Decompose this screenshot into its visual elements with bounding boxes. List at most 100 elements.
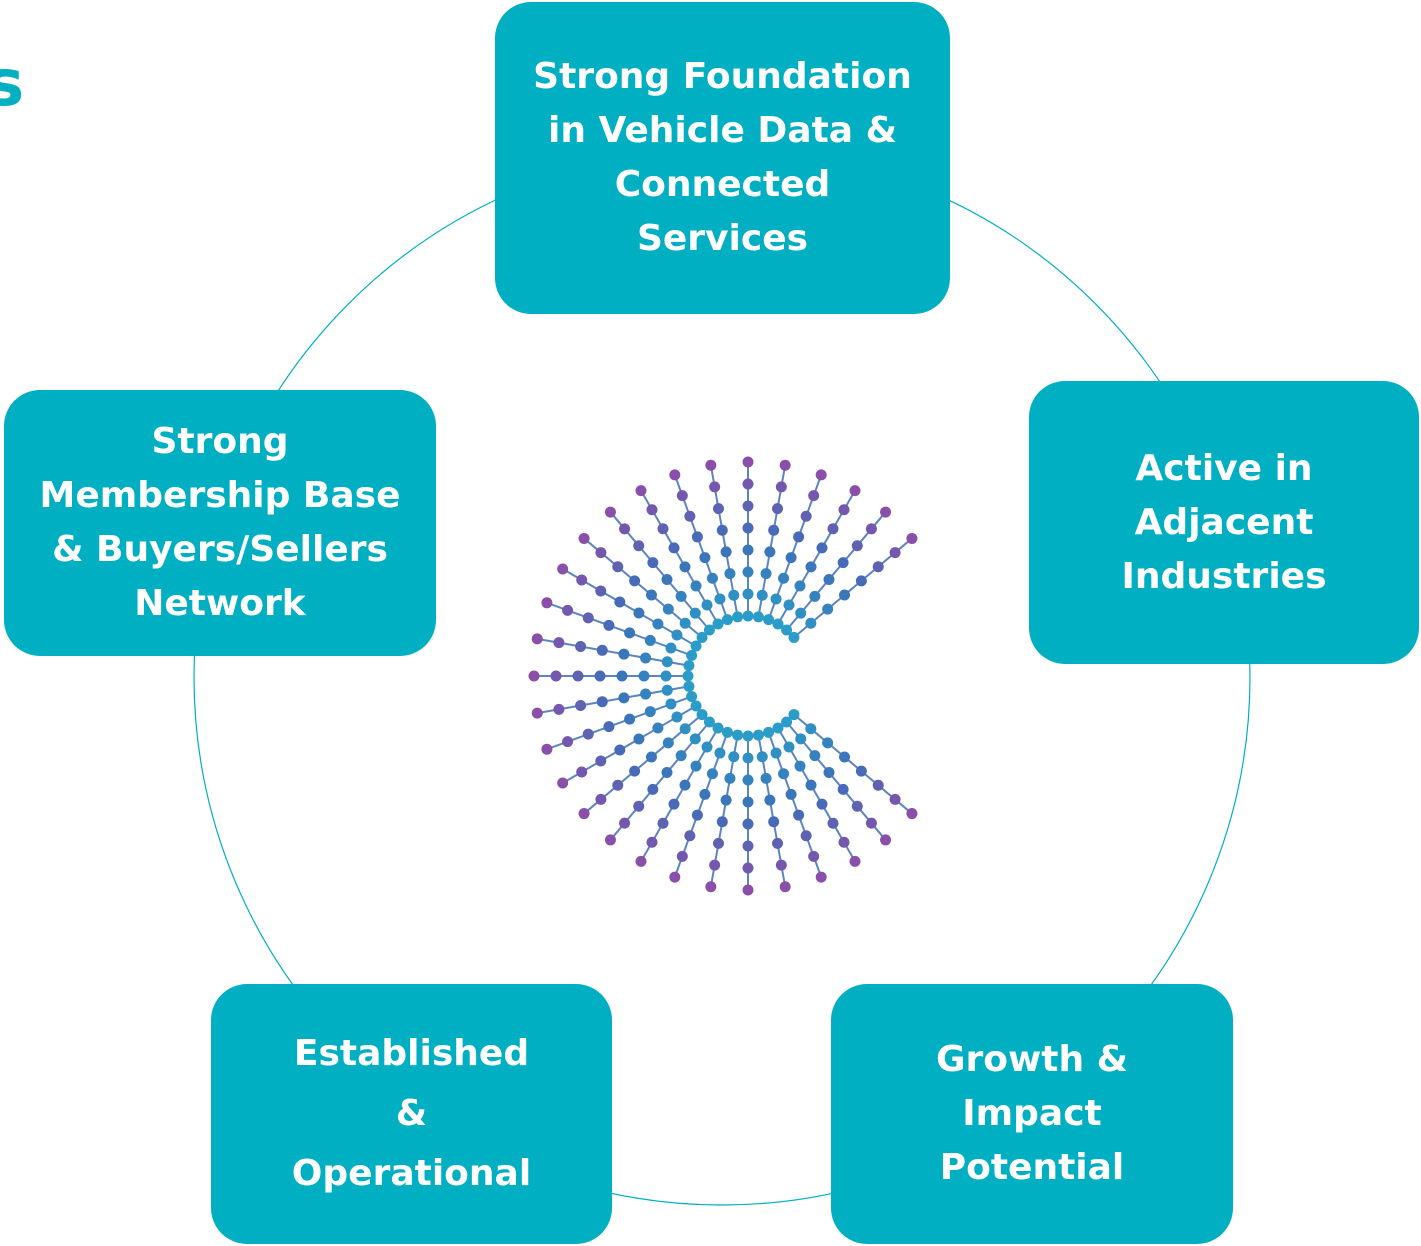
logo-dot <box>612 779 624 791</box>
logo-dot <box>793 809 805 821</box>
logo-dot <box>742 884 754 896</box>
logo-dot <box>775 481 787 493</box>
node-growth-impact-line-3: Potential <box>939 1147 1125 1188</box>
logo-dot <box>696 631 708 643</box>
logo-dot <box>657 817 669 829</box>
logo-dot <box>732 729 744 741</box>
logo-dot <box>661 767 673 779</box>
logo-dot <box>582 728 594 740</box>
logo-dot <box>772 722 784 734</box>
logo-dot <box>815 469 827 481</box>
logo-dot <box>604 834 616 846</box>
node-growth-impact-line-1: Growth & <box>935 1039 1129 1080</box>
logo-dot <box>849 485 861 497</box>
logo-dot <box>706 572 718 584</box>
logo-dot <box>728 751 740 763</box>
logo-dot <box>645 589 657 601</box>
logo-dot <box>742 862 754 874</box>
logo-dot <box>742 774 754 786</box>
logo-dot <box>572 670 584 682</box>
logo-dot <box>823 573 835 585</box>
logo-dot <box>788 631 800 643</box>
logo-dot <box>594 670 606 682</box>
logo-dot <box>646 504 658 516</box>
logo-dot <box>880 506 892 518</box>
logo-dot <box>709 481 721 493</box>
logo-dot <box>647 557 659 569</box>
logo-dot <box>742 522 754 534</box>
node-vehicle-data-line-3: Connected <box>614 164 831 205</box>
logo-dot <box>742 478 754 490</box>
logo-dot <box>724 568 736 580</box>
logo-dot <box>720 794 732 806</box>
logo-dot <box>616 670 628 682</box>
logo-dot <box>531 707 543 719</box>
logo-dot <box>582 612 594 624</box>
logo-dot <box>691 531 703 543</box>
logo-dot <box>619 817 631 829</box>
logo-dot <box>880 834 892 846</box>
logo-dot <box>575 640 587 652</box>
logo-dot <box>712 618 724 630</box>
node-established-operational-line-3: Operational <box>291 1153 532 1194</box>
logo-dot <box>721 726 733 738</box>
logo-dot <box>562 736 574 748</box>
logo-dot <box>614 744 626 756</box>
logo-dot <box>778 768 790 780</box>
logo-dot <box>770 747 782 759</box>
logo-dot <box>652 618 664 630</box>
logo-dot <box>742 500 754 512</box>
logo-dot <box>742 588 754 600</box>
logo-dot <box>872 561 884 573</box>
logo-dot <box>679 561 691 573</box>
logo-dot <box>855 575 867 587</box>
logo-dot <box>562 604 574 616</box>
logo-dot <box>783 741 795 753</box>
logo-dot <box>652 722 664 734</box>
node-established-operational-line-1: Established <box>293 1033 530 1074</box>
node-growth-impact: Growth & Impact Potential <box>831 984 1233 1244</box>
logo-dot <box>712 722 724 734</box>
logo-dot <box>675 590 687 602</box>
logo-dot <box>557 777 569 789</box>
logo-dot <box>706 768 718 780</box>
logo-dot <box>662 737 674 749</box>
logo-dot <box>837 783 849 795</box>
logo-dot <box>712 503 724 515</box>
logo-dot <box>691 809 703 821</box>
logo-dot <box>800 830 812 842</box>
logo-dot <box>669 469 681 481</box>
logo-dot <box>531 633 543 645</box>
logo-dot <box>683 660 695 672</box>
logo-dot <box>662 603 674 615</box>
logo-dot <box>783 599 795 611</box>
logo-dot <box>689 607 701 619</box>
logo-dot <box>827 523 839 535</box>
logo-dot <box>612 561 624 573</box>
logo-dot <box>553 703 565 715</box>
logo-dot <box>712 837 724 849</box>
logo-dot <box>614 596 626 608</box>
logo-dot <box>772 837 784 849</box>
logo-dot <box>756 751 768 763</box>
logo-dot <box>785 788 797 800</box>
logo-dot <box>690 700 702 712</box>
logo-dot <box>629 575 641 587</box>
logo-dot <box>595 793 607 805</box>
logo-dot <box>578 532 590 544</box>
logo-dot <box>823 767 835 779</box>
logo-dot <box>576 766 588 778</box>
logo-dot <box>763 726 775 738</box>
logo-dot <box>603 619 615 631</box>
logo-dot <box>837 557 849 569</box>
logo-dot <box>690 640 702 652</box>
logo-dot <box>701 599 713 611</box>
logo-dot <box>661 684 673 696</box>
logo-dot <box>763 614 775 626</box>
logo-dot <box>640 652 652 664</box>
logo-dot <box>889 793 901 805</box>
logo-dot <box>644 634 656 646</box>
logo-dot <box>689 733 701 745</box>
logo-dot <box>660 670 672 682</box>
